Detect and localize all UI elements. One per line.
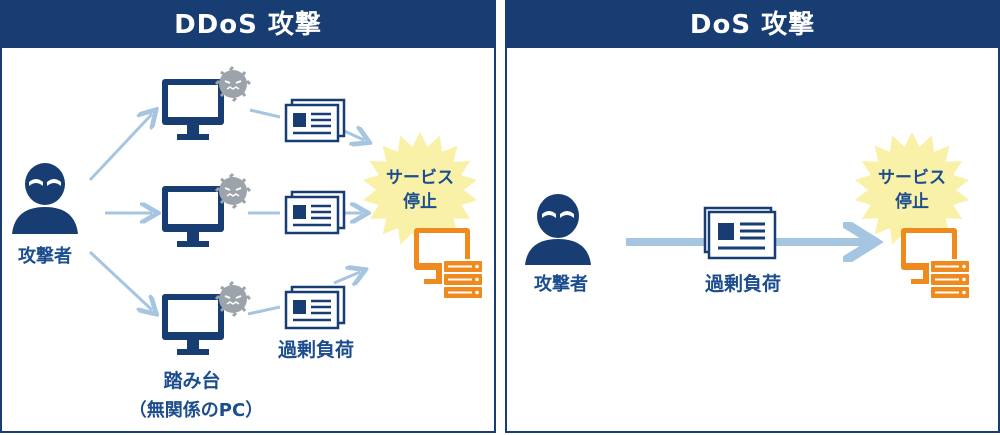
- relay-pc-top: [162, 65, 252, 140]
- dos-service-stop-line2: 停止: [895, 191, 929, 212]
- ddos-diagram: 攻撃者: [12, 65, 484, 421]
- dos-service-stop-line1: サービス: [878, 168, 946, 188]
- dos-overload-label: 過剰負荷: [705, 272, 781, 295]
- ddos-service-stop-line1: サービス: [386, 168, 454, 188]
- virus-icon: [214, 65, 252, 103]
- ddos-service-stop-line2: 停止: [403, 191, 437, 212]
- attacker-icon: [525, 194, 591, 265]
- attacker-icon: [12, 163, 78, 234]
- packet-doc-top: [284, 98, 346, 143]
- dos-attacker-label: 攻撃者: [534, 273, 588, 295]
- arrow-attacker-to-pc-top: [88, 114, 152, 182]
- virus-icon: [214, 280, 252, 318]
- attacker-arrows: [88, 114, 152, 310]
- target-server-icon: [901, 228, 971, 299]
- arrow-attacker-to-pc-bottom: [88, 250, 152, 310]
- ddos-attacker-label: 攻撃者: [18, 245, 72, 267]
- packet-doc-bottom: [284, 285, 346, 330]
- ddos-title: DDoS 攻撃: [2, 2, 494, 48]
- dos-diagram: 攻撃者 過剰負荷 サービス 停止: [525, 132, 971, 299]
- relay-label: 踏み台: [163, 369, 220, 392]
- service-stop-burst: [854, 132, 970, 248]
- target-server-icon: [414, 228, 484, 299]
- relay-sublabel: （無関係のPC）: [129, 399, 263, 421]
- dos-title: DoS 攻撃: [507, 2, 998, 48]
- packet-arrows: [247, 108, 364, 316]
- dos-panel: DoS 攻撃 攻撃者 過剰負荷 サービス 停止: [505, 0, 1000, 433]
- relay-pc-bottom: [162, 280, 252, 355]
- relay-pc-middle: [162, 172, 252, 247]
- ddos-overload-label: 過剰負荷: [278, 338, 354, 361]
- virus-icon: [214, 172, 252, 210]
- service-stop-burst: [362, 132, 478, 248]
- ddos-panel: DDoS 攻撃 攻撃者: [0, 0, 496, 433]
- packet-doc: [703, 206, 777, 260]
- packet-doc-middle: [284, 190, 346, 235]
